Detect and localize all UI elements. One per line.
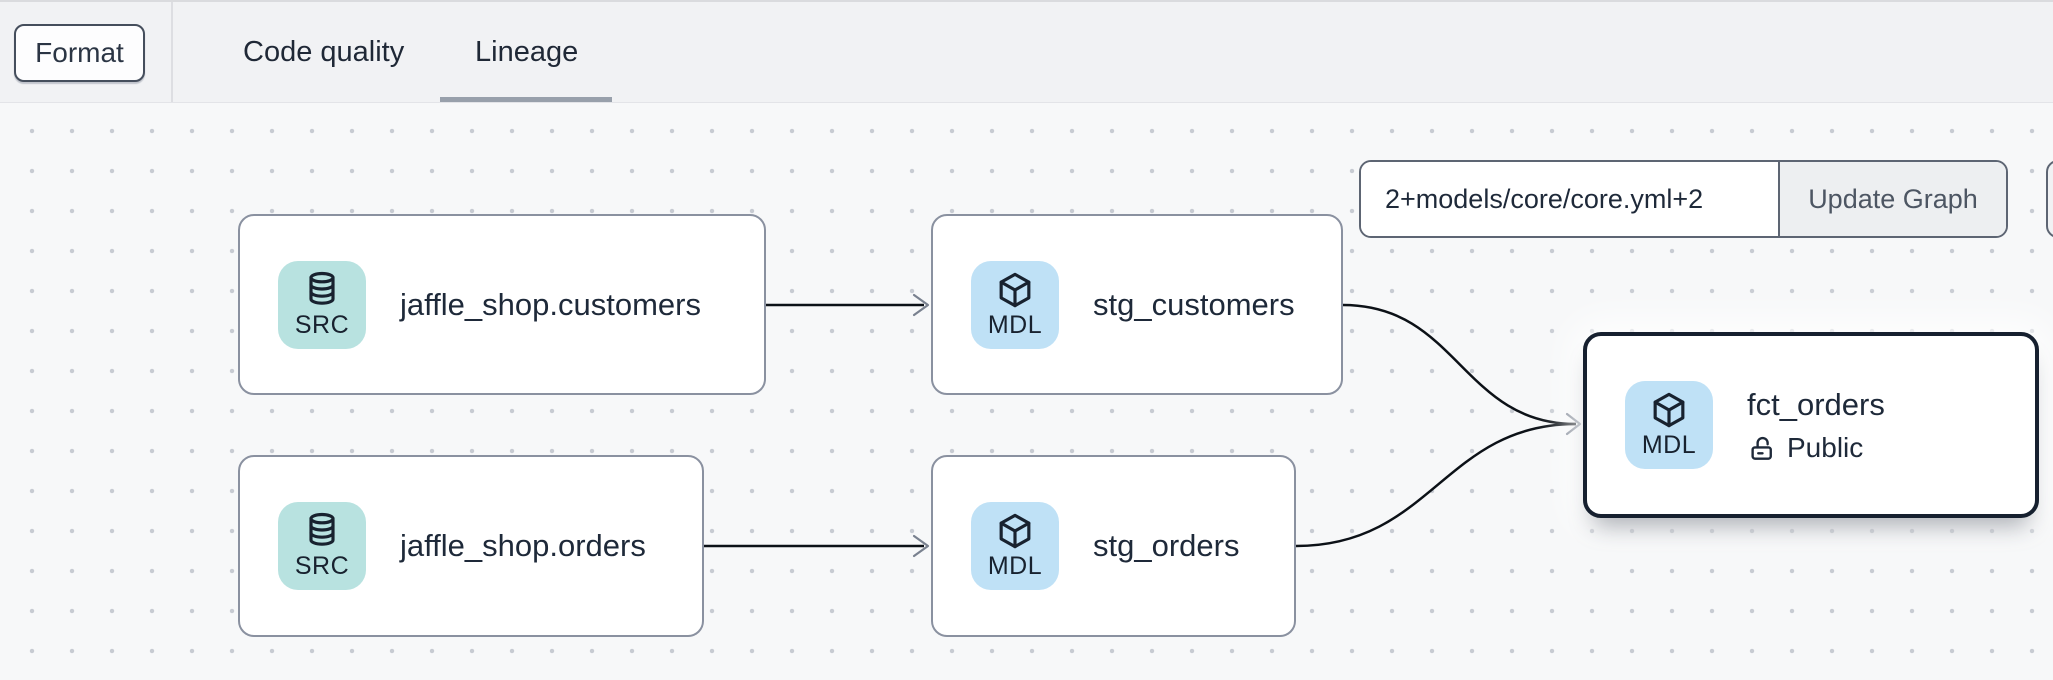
graph-selector-group: Update Graph [1359,160,2008,238]
node-label: jaffle_shop.customers [400,286,701,322]
badge-label: SRC [294,552,350,580]
unlocked-padlock-icon [1747,433,1777,463]
update-graph-button[interactable]: Update Graph [1778,162,2006,236]
selector-input[interactable] [1361,162,1778,236]
edge-stg-orders-to-fct-orders [1295,422,1577,548]
topbar-divider [171,2,173,102]
node-fct-orders[interactable]: MDL fct_orders Public [1583,332,2039,518]
badge-label: MDL [987,552,1043,580]
access-row: Public [1747,432,1885,464]
node-label: stg_orders [1093,528,1240,563]
node-label: stg_customers [1093,286,1295,322]
format-button[interactable]: Format [14,24,145,82]
model-badge: MDL [971,502,1059,590]
arrowhead-fct-orders [1565,412,1582,436]
topbar: Format Code quality Lineage [0,0,2053,103]
lineage-edges [704,293,1582,558]
badge-label: SRC [294,310,350,339]
node-label: jaffle_shop.orders [400,528,646,563]
arrowhead-stg-orders [912,534,930,558]
edge-stg-customers-to-fct-orders [1342,303,1577,426]
node-stg-orders[interactable]: MDL stg_orders [931,455,1296,637]
badge-label: MDL [987,310,1043,339]
tab-lineage[interactable]: Lineage [475,35,579,68]
cube-icon [995,511,1035,551]
model-badge: MDL [971,260,1059,349]
active-tab-indicator [440,97,612,102]
source-badge: SRC [278,260,366,349]
node-label: fct_orders [1747,386,1885,422]
node-stg-customers[interactable]: MDL stg_customers [931,214,1343,395]
node-jaffle-shop-orders[interactable]: SRC jaffle_shop.orders [238,455,704,637]
lineage-canvas[interactable]: SRC jaffle_shop.customers MDL stg_custom… [0,103,2053,680]
cube-icon [1649,390,1689,430]
badge-label: MDL [1641,431,1697,459]
database-icon [302,511,342,551]
arrowhead-stg-customers [912,293,930,317]
node-text: fct_orders Public [1747,387,1885,464]
model-badge: MDL [1625,381,1713,469]
clipped-right-edge-button[interactable] [2046,160,2053,238]
cube-icon [995,270,1035,310]
source-badge: SRC [278,502,366,590]
access-label: Public [1787,431,1864,463]
database-icon [302,270,342,310]
node-jaffle-shop-customers[interactable]: SRC jaffle_shop.customers [238,214,766,395]
tab-code-quality[interactable]: Code quality [243,35,405,68]
